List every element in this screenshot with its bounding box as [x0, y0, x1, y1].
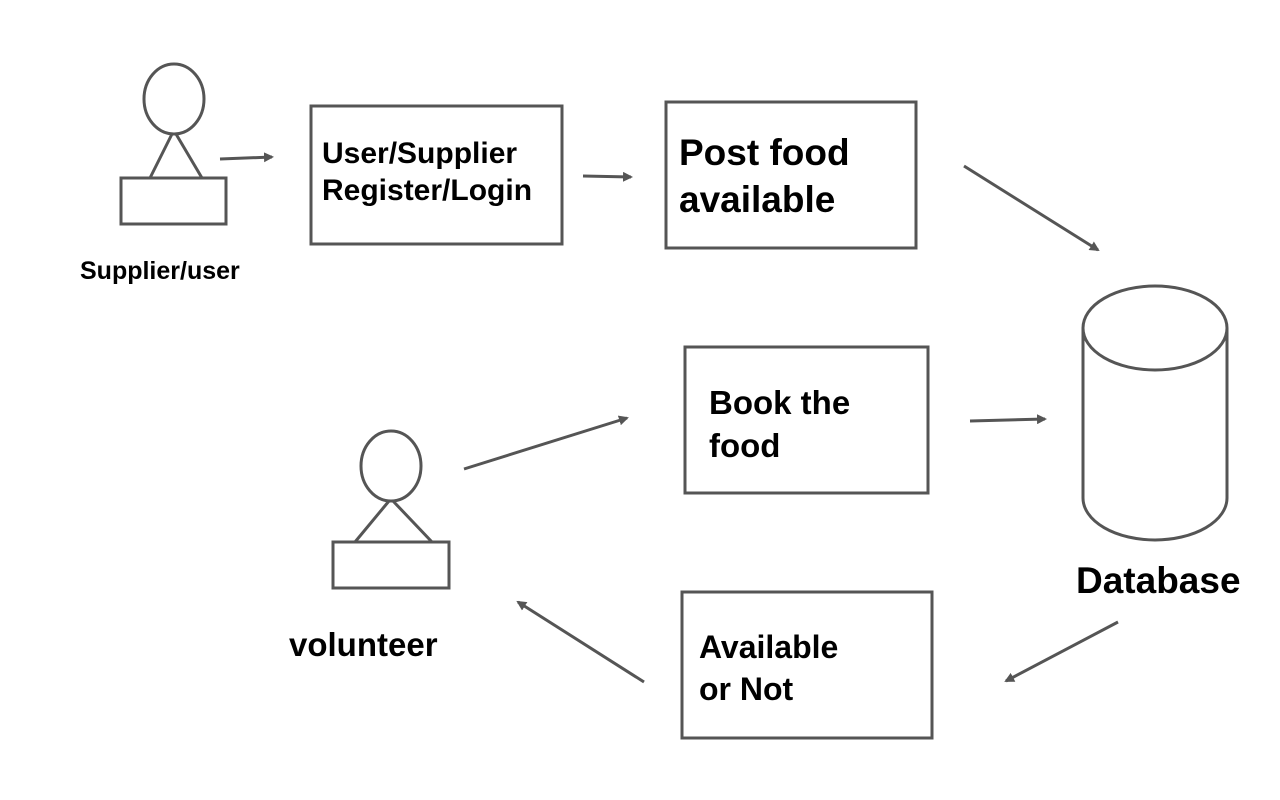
- supplier-actor-label: Supplier/user: [80, 257, 240, 285]
- book-food-box: [683, 345, 930, 495]
- availability-line-2: or Not: [699, 670, 794, 707]
- arrow-post-to-database: [963, 164, 1100, 252]
- arrow-supplier-to-register: [219, 152, 274, 163]
- arrow-availability-to-volunteer: [516, 600, 645, 684]
- post-food-line-1: Post food: [679, 132, 850, 173]
- register-login-line-2: Register/Login: [322, 173, 533, 207]
- availability-line-1: Available: [699, 629, 839, 665]
- register-login-box: [309, 104, 564, 246]
- volunteer-actor-icon: [331, 429, 451, 590]
- arrow-register-to-post: [582, 171, 633, 182]
- book-food-line-2: food: [709, 426, 781, 464]
- database-cylinder-icon: [1081, 284, 1229, 542]
- arrow-database-to-availability: [1004, 620, 1119, 683]
- availability-text: Available or Not: [699, 627, 838, 710]
- availability-box: [680, 590, 934, 740]
- post-food-box: [664, 100, 918, 250]
- register-login-text: User/Supplier Register/Login: [322, 136, 532, 209]
- register-login-line-1: User/Supplier: [322, 137, 518, 170]
- database-label: Database: [1076, 560, 1241, 601]
- arrow-book-to-database: [969, 414, 1047, 425]
- post-food-line-2: available: [679, 178, 836, 220]
- supplier-actor-icon: [119, 62, 228, 226]
- arrow-volunteer-to-book: [463, 415, 629, 471]
- post-food-text: Post food available: [679, 130, 850, 223]
- volunteer-actor-label: volunteer: [289, 626, 438, 663]
- book-food-text: Book the food: [709, 382, 850, 468]
- book-food-line-1: Book the: [709, 384, 851, 421]
